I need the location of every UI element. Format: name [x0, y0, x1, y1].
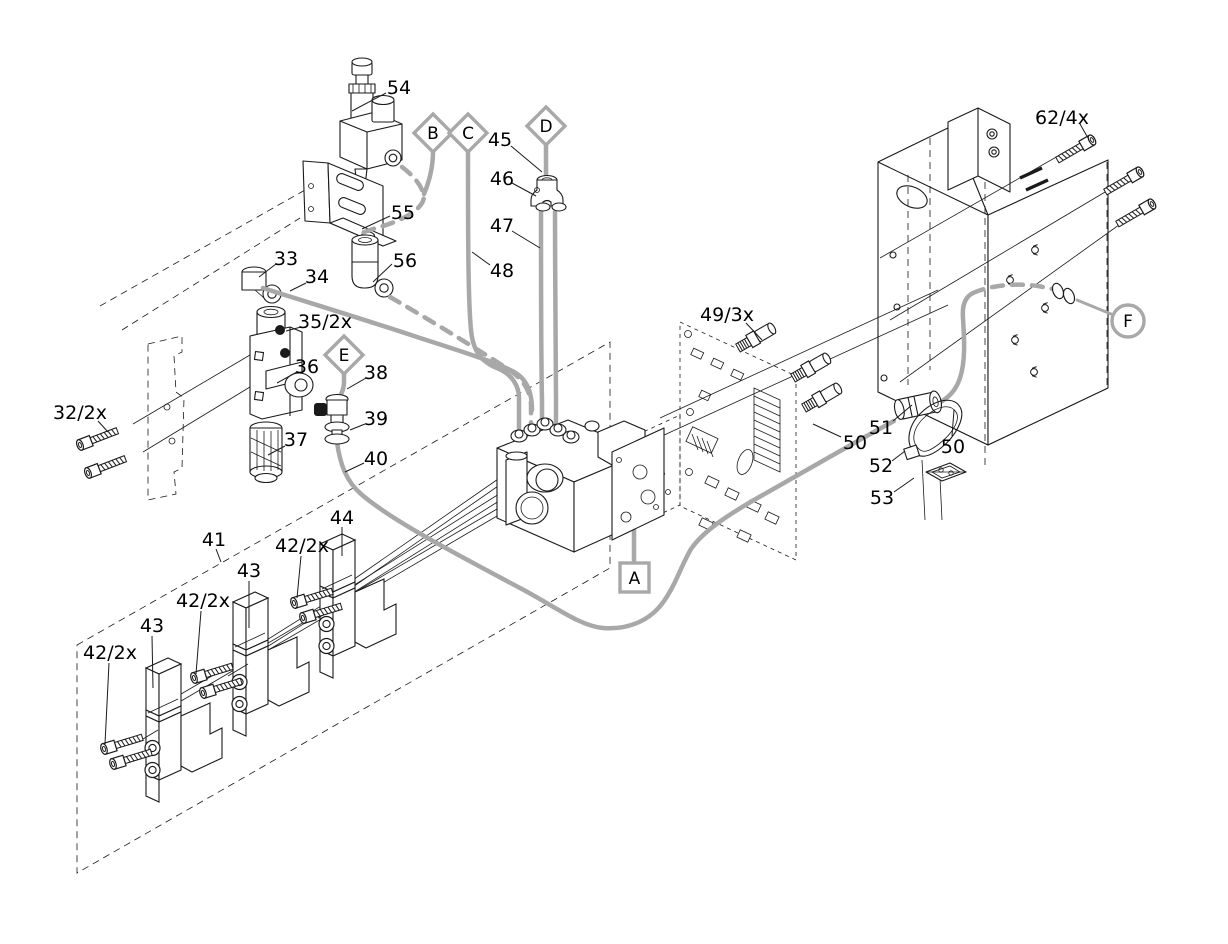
leader-lines [97, 92, 1089, 745]
screw-42-icon [98, 731, 145, 756]
callout-51: 51 [869, 417, 893, 439]
tube-50-dashed-to-f [970, 282, 1056, 296]
connector-label-b: B [427, 124, 439, 144]
callout-43a: 43 [237, 560, 261, 582]
pressure-sensor-icon [799, 380, 845, 415]
callout-49: 49/3x [700, 304, 754, 326]
tube-56-to-manifold [387, 294, 534, 427]
connector-markers: B C D E A F [322, 104, 1146, 594]
valve-block-43 [231, 591, 310, 737]
callout-42a: 42/2x [275, 535, 329, 557]
grommet-f [1051, 282, 1076, 305]
elbow-fitting-33 [241, 266, 282, 304]
callout-50a: 50 [843, 432, 867, 454]
callout-34: 34 [305, 266, 329, 288]
callout-38: 38 [364, 362, 388, 384]
connector-label-c: C [462, 124, 474, 144]
connector-label-d: D [539, 117, 552, 137]
screw-32-icon [74, 424, 120, 452]
allen-screw-icon [1102, 165, 1146, 198]
tube-to-connector-b [421, 149, 436, 197]
connector-diamond-b [411, 111, 455, 155]
callout-36: 36 [295, 356, 319, 378]
connector-label-a: A [629, 569, 641, 589]
connector-square-a [618, 561, 651, 594]
tube-47-right [552, 209, 559, 431]
upper-left-panel-edges [99, 189, 306, 331]
callout-39: 39 [364, 408, 388, 430]
allen-screw-icon [1114, 197, 1158, 230]
callout-41: 41 [202, 529, 226, 551]
tube-47-left [538, 209, 545, 431]
callout-40: 40 [364, 448, 388, 470]
mounting-bracket-55 [302, 160, 397, 247]
circuit-board [679, 321, 797, 561]
allen-screw-icon [1054, 133, 1098, 166]
valve-block-43 [144, 657, 223, 803]
elbow-fitting-56 [351, 234, 394, 298]
left-mounting-bracket [74, 335, 251, 501]
tube-40-50 [334, 418, 897, 631]
callout-55: 55 [391, 202, 415, 224]
tube-48 [465, 149, 522, 433]
callout-50b: 50 [941, 436, 965, 458]
damper-51 [893, 390, 942, 420]
connector-diamond-e [322, 333, 366, 377]
housing-top-bracket [947, 107, 1049, 193]
pressure-sensors-49 [659, 289, 949, 437]
screws-62 [879, 133, 1158, 383]
inline-fitting-39 [314, 393, 350, 445]
pressure-regulator-54 [339, 57, 403, 187]
manifold-top-fittings [510, 417, 580, 444]
valve-block-group [98, 533, 397, 803]
tube-50-riser [934, 290, 976, 407]
connector-label-f: F [1123, 312, 1133, 332]
callout-46: 46 [490, 168, 514, 190]
callout-37: 37 [284, 429, 308, 451]
pneumatic-tubes [260, 142, 1113, 631]
callout-52: 52 [869, 455, 893, 477]
callout-labels: 54 55 56 45 46 47 48 33 34 35/2x 36 37 3… [53, 77, 1089, 664]
connector-diamond-c [446, 111, 490, 155]
callout-53: 53 [870, 487, 894, 509]
callout-47: 47 [490, 215, 514, 237]
connector-label-e: E [339, 346, 350, 366]
cable-tie-52 [903, 399, 963, 521]
screw-32-icon [82, 452, 128, 480]
callout-35: 35/2x [298, 311, 352, 333]
tube-34 [260, 285, 535, 413]
callout-44: 44 [330, 507, 354, 529]
callout-45: 45 [488, 129, 512, 151]
controller-housing [877, 107, 1109, 468]
valve-mounting-region-outline [76, 341, 611, 874]
callout-42b: 42/2x [176, 590, 230, 612]
connector-circle-f [1110, 303, 1146, 339]
callout-48: 48 [490, 260, 514, 282]
callout-33: 33 [274, 248, 298, 270]
callout-32: 32/2x [53, 402, 107, 424]
valve-body-36 [249, 305, 314, 420]
callout-43b: 43 [140, 615, 164, 637]
connector-diamond-d [524, 104, 568, 148]
tie-mount-53 [925, 462, 967, 482]
pressure-sensor-icon [788, 350, 834, 385]
tube-leader-to-f [1075, 298, 1113, 316]
tube-54-to-56 [358, 164, 427, 241]
callout-62: 62/4x [1035, 107, 1089, 129]
filter-silencer-37 [249, 421, 283, 484]
y-fitting-46 [530, 174, 567, 212]
callout-42c: 42/2x [83, 642, 137, 664]
callout-56: 56 [393, 250, 417, 272]
manifold-assembly [496, 414, 681, 553]
callout-54: 54 [387, 77, 411, 99]
